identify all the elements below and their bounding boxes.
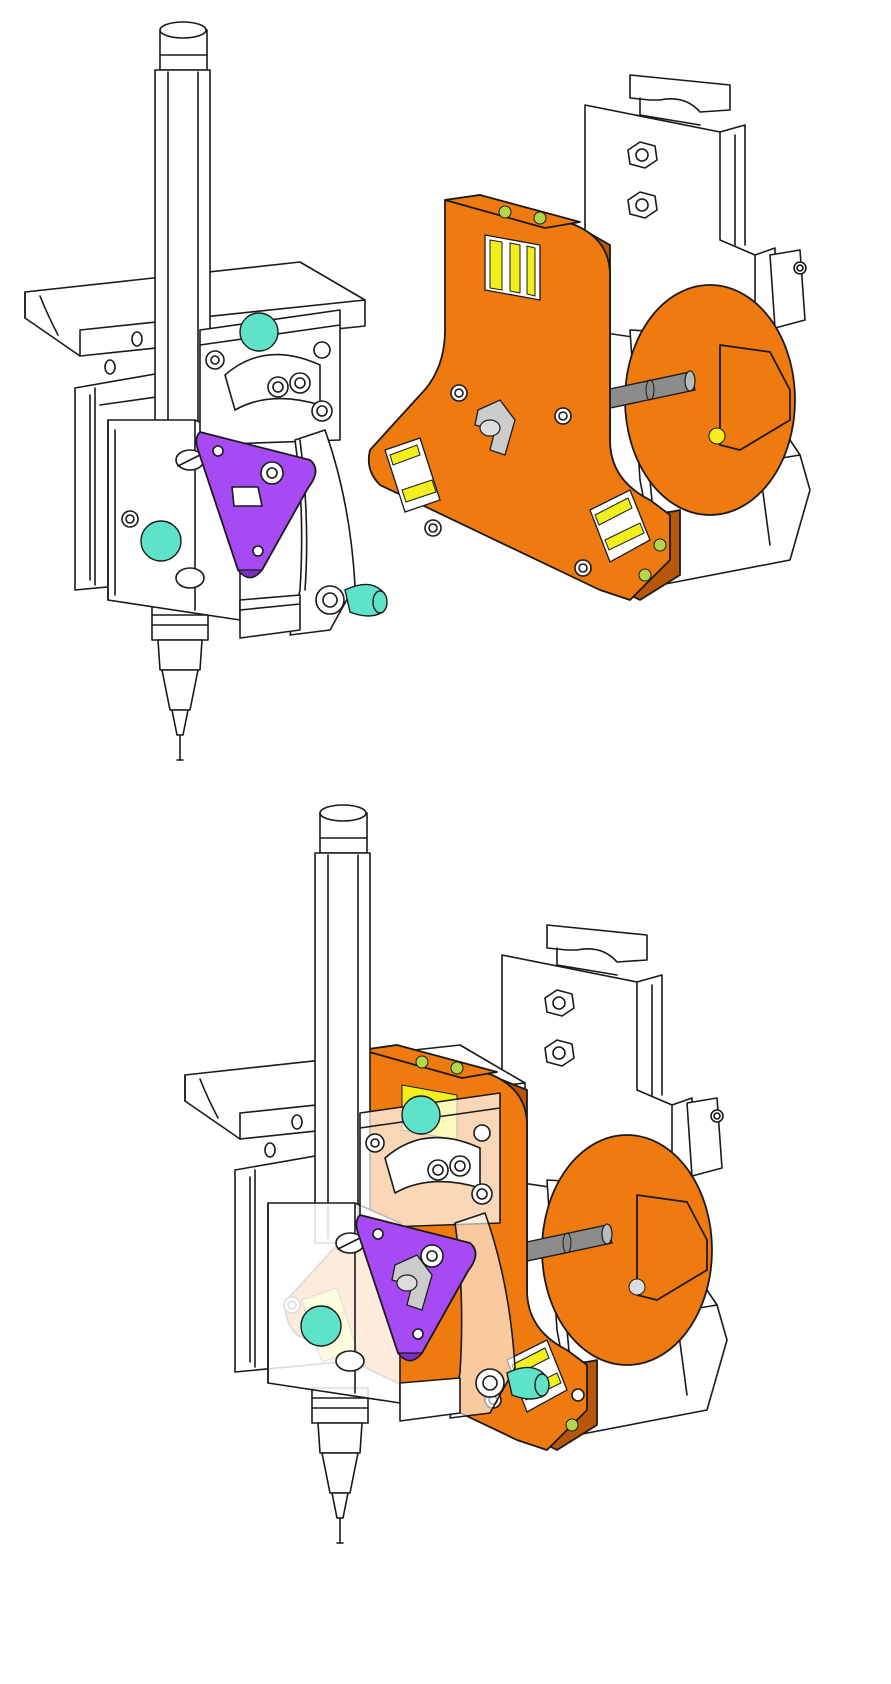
- purple-cam-bottom: [355, 1214, 477, 1362]
- combined-assembly-bottom: [184, 804, 728, 1544]
- yellow-insert-right: [589, 489, 651, 563]
- yellow-insert-left: [384, 437, 441, 513]
- servo-icon: [769, 249, 807, 329]
- knob-icon: [300, 1095, 550, 1400]
- bracket-carriage-top: [367, 74, 811, 601]
- nut-icon: [627, 141, 658, 219]
- knob-icon: [140, 312, 388, 617]
- servo-icon: [686, 1097, 724, 1177]
- orange-disc: [624, 284, 796, 516]
- orange-disc-bottom: [541, 1134, 713, 1366]
- purple-cam: [195, 431, 317, 579]
- nut-icon: [544, 989, 575, 1067]
- yellow-insert-top: [484, 234, 541, 301]
- lower-bracket: [239, 585, 345, 639]
- pen-icon: [311, 804, 371, 1544]
- upper-clamp-bottom: [359, 1092, 501, 1229]
- orange-bracket: [367, 194, 681, 601]
- pen-holder-assembly-top: [24, 21, 388, 761]
- upper-clamp: [199, 309, 341, 446]
